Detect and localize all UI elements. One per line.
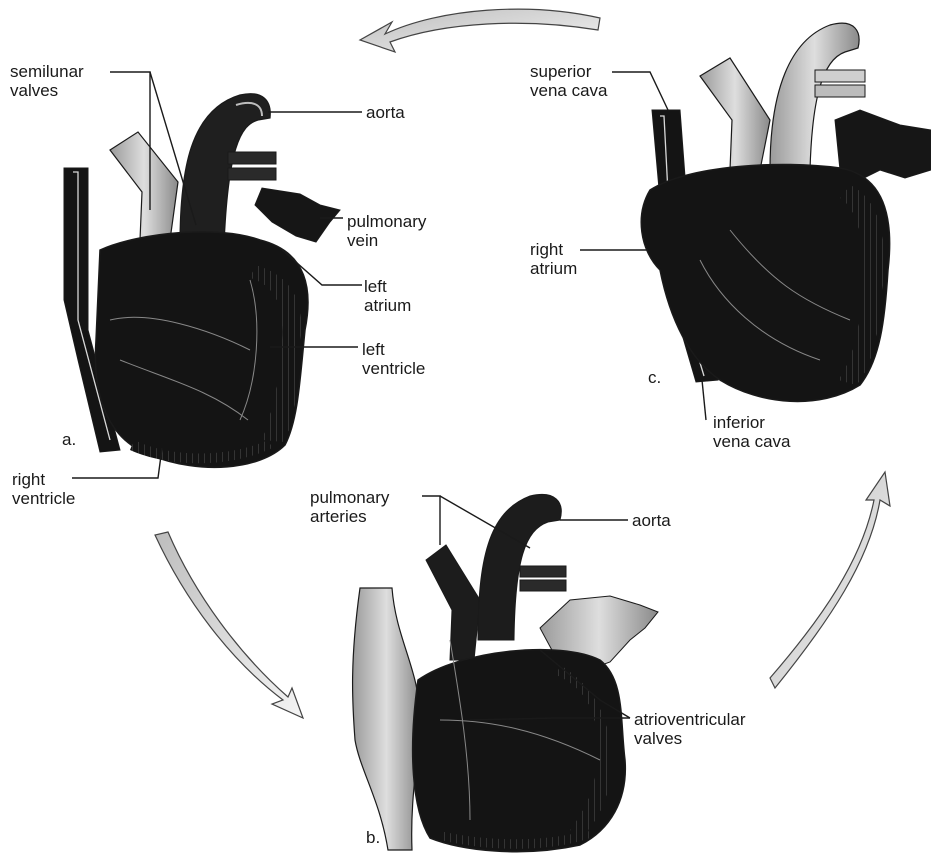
label-semilunar-valves: semilunar valves [10, 62, 84, 100]
label-left-ventricle: left ventricle [362, 340, 425, 378]
panel-letter-a: a. [62, 430, 76, 450]
label-pulmonary-vein: pulmonary vein [347, 212, 426, 250]
label-right-ventricle: right ventricle [12, 470, 75, 508]
label-aorta-a: aorta [366, 103, 405, 122]
cycle-arrow-c-to-a [360, 9, 600, 52]
panel-letter-b: b. [366, 828, 380, 848]
panel-letter-c: c. [648, 368, 661, 388]
heart-a [64, 94, 340, 468]
label-superior-vena-cava: superior vena cava [530, 62, 608, 100]
heart-c [641, 23, 931, 401]
cycle-arrow-b-to-c [770, 472, 890, 688]
label-aorta-b: aorta [632, 511, 671, 530]
label-atrioventricular-valves: atrioventricular valves [634, 710, 746, 748]
cycle-arrow-a-to-b [155, 532, 303, 718]
label-left-atrium: left atrium [364, 277, 411, 315]
label-right-atrium: right atrium [530, 240, 577, 278]
heart-b [353, 494, 658, 851]
label-inferior-vena-cava: inferior vena cava [713, 413, 791, 451]
label-pulmonary-arteries: pulmonary arteries [310, 488, 389, 526]
